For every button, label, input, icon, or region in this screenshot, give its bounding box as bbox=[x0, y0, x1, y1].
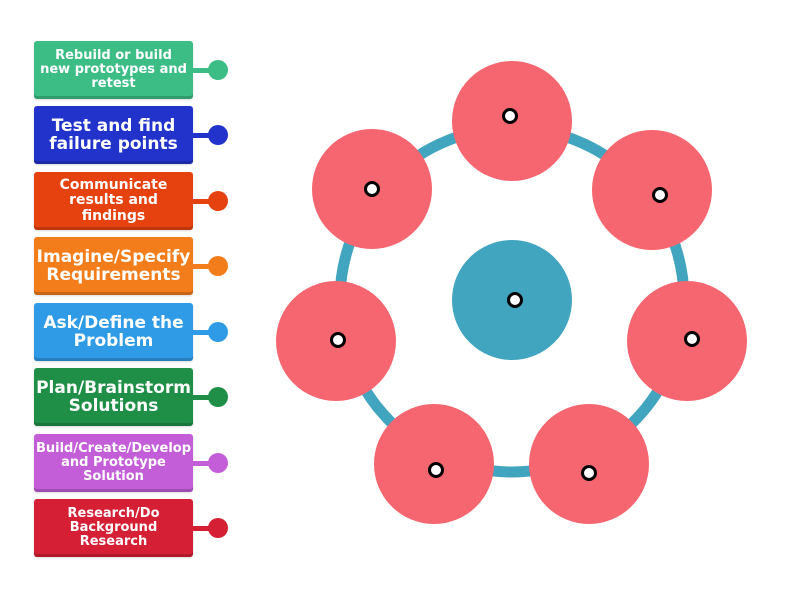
draggable-label[interactable]: Research/Do Background Research bbox=[34, 499, 193, 557]
drag-handle-icon[interactable] bbox=[208, 453, 228, 473]
drop-target-dot[interactable] bbox=[364, 181, 380, 197]
draggable-label[interactable]: Build/Create/Develop and Prototype Solut… bbox=[34, 434, 193, 492]
draggable-label[interactable]: Imagine/Specify Requirements bbox=[34, 237, 193, 295]
diagram-nodes bbox=[276, 61, 747, 524]
drag-handle-icon[interactable] bbox=[208, 387, 228, 407]
label-text: Communicate results and findings bbox=[59, 177, 168, 224]
label-text: Ask/Define the Problem bbox=[43, 312, 184, 351]
drop-target-dot[interactable] bbox=[330, 332, 346, 348]
drag-handle-icon[interactable] bbox=[208, 256, 228, 276]
draggable-label[interactable]: Ask/Define the Problem bbox=[34, 303, 193, 361]
drop-target-dot[interactable] bbox=[502, 108, 518, 124]
draggable-label[interactable]: Communicate results and findings bbox=[34, 172, 193, 230]
label-text: Imagine/Specify Requirements bbox=[36, 246, 191, 285]
label-connector bbox=[193, 199, 213, 204]
draggable-label[interactable]: Rebuild or build new prototypes and rete… bbox=[34, 41, 193, 99]
label-connector bbox=[193, 68, 213, 73]
drop-target-dot[interactable] bbox=[652, 187, 668, 203]
draggable-label[interactable]: Test and find failure points bbox=[34, 106, 193, 164]
drag-handle-icon[interactable] bbox=[208, 322, 228, 342]
drop-target-dot[interactable] bbox=[581, 465, 597, 481]
drop-target-dot[interactable] bbox=[507, 292, 523, 308]
draggable-label[interactable]: Plan/Brainstorm Solutions bbox=[34, 368, 193, 426]
node-top-right bbox=[592, 130, 712, 250]
label-connector bbox=[193, 264, 213, 269]
drop-target-dot[interactable] bbox=[428, 462, 444, 478]
drag-handle-icon[interactable] bbox=[208, 191, 228, 211]
label-text: Rebuild or build new prototypes and rete… bbox=[40, 47, 187, 92]
label-connector bbox=[193, 133, 213, 138]
drag-handle-icon[interactable] bbox=[208, 518, 228, 538]
label-connector bbox=[193, 330, 213, 335]
label-text: Plan/Brainstorm Solutions bbox=[36, 377, 191, 416]
label-connector bbox=[193, 526, 213, 531]
label-text: Build/Create/Develop and Prototype Solut… bbox=[35, 440, 192, 485]
label-text: Research/Do Background Research bbox=[67, 505, 160, 550]
node-bottom-right bbox=[529, 404, 649, 524]
label-connector bbox=[193, 461, 213, 466]
drop-target-dot[interactable] bbox=[684, 331, 700, 347]
drag-handle-icon[interactable] bbox=[208, 125, 228, 145]
drag-handle-icon[interactable] bbox=[208, 60, 228, 80]
label-text: Test and find failure points bbox=[49, 115, 178, 154]
label-connector bbox=[193, 395, 213, 400]
